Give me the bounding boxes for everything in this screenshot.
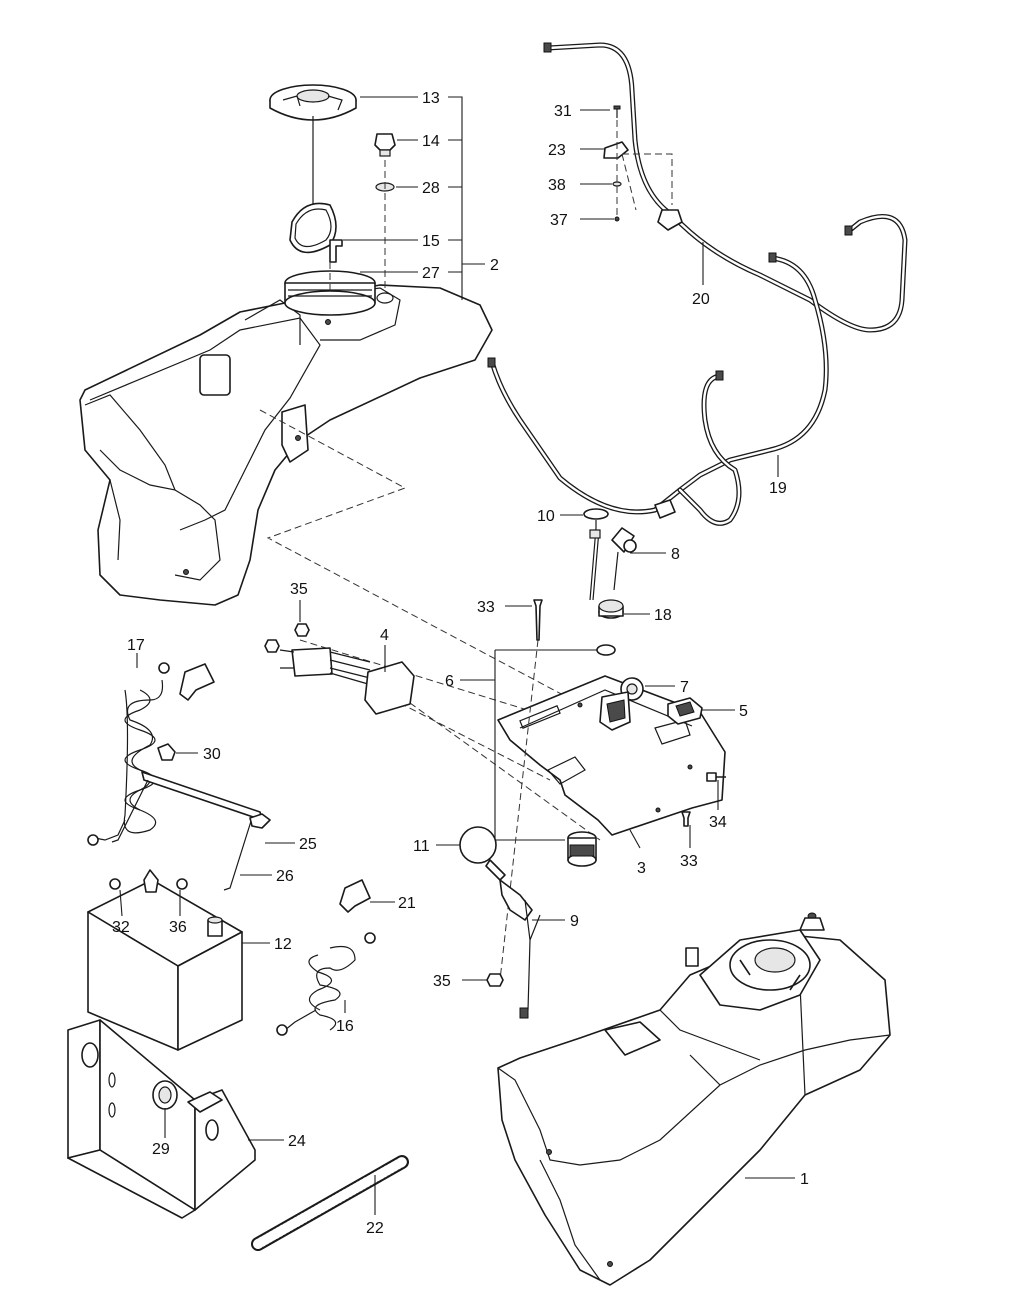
vent-valve	[374, 133, 396, 157]
callout-labels: 1 2 3 4 5 6 7 8 9 10 11 12 13 14 15 16 1…	[112, 90, 809, 1237]
callout-25: 25	[299, 836, 317, 853]
upper-fuel-tank	[79, 270, 493, 606]
fuel-fitting	[329, 239, 343, 263]
callout-33-top: 33	[477, 599, 495, 616]
callout-32: 32	[112, 919, 130, 936]
wire-harness	[279, 647, 415, 715]
nut-connector	[264, 639, 280, 653]
callout-19: 19	[769, 480, 787, 497]
battery-hold-down	[111, 771, 271, 891]
callout-35-top: 35	[290, 581, 308, 598]
callout-3: 3	[637, 860, 646, 877]
callout-18: 18	[654, 607, 672, 624]
choke-knob	[583, 508, 609, 601]
callout-13: 13	[422, 90, 440, 107]
group-bracket	[448, 96, 485, 300]
callout-11: 11	[413, 838, 430, 855]
callout-6: 6	[445, 673, 454, 690]
callout-1: 1	[800, 1171, 809, 1188]
mounting-guide-lines	[259, 409, 601, 841]
callout-15: 15	[422, 233, 440, 250]
battery-tray	[67, 1019, 256, 1219]
panel-screw-bottom	[681, 811, 691, 827]
cap-gasket	[289, 116, 337, 254]
battery-cable-coiled-2	[276, 932, 376, 1036]
pto-switch	[567, 831, 597, 867]
callout-7: 7	[680, 679, 689, 696]
callout-27: 27	[422, 265, 440, 282]
nut-bottom	[486, 973, 504, 987]
callout-23: 23	[548, 142, 566, 159]
lower-fuel-tank	[497, 912, 891, 1286]
callout-10: 10	[537, 508, 555, 525]
callout-14: 14	[422, 133, 440, 150]
hour-meter	[667, 697, 703, 725]
callout-34: 34	[709, 814, 727, 831]
callout-22: 22	[366, 1220, 384, 1237]
hose-clip	[603, 105, 629, 222]
callout-17: 17	[127, 637, 145, 654]
callout-36: 36	[169, 919, 187, 936]
terminal-boot-2	[339, 879, 371, 913]
callout-24: 24	[288, 1133, 306, 1150]
alignment-line	[329, 160, 386, 290]
callout-29: 29	[152, 1141, 170, 1158]
callout-9: 9	[570, 913, 579, 930]
callout-26: 26	[276, 868, 294, 885]
drain-hose	[251, 1155, 409, 1251]
callout-31: 31	[554, 103, 572, 120]
callout-5: 5	[739, 703, 748, 720]
callout-16: 16	[336, 1018, 354, 1035]
throttle-lever	[459, 826, 541, 1019]
callout-30: 30	[203, 746, 221, 763]
nut-top	[294, 623, 310, 637]
ignition-key	[611, 527, 637, 591]
terminal-boot	[179, 663, 215, 701]
callout-8: 8	[671, 546, 680, 563]
panel-screw-side	[706, 772, 726, 782]
callout-4: 4	[380, 627, 389, 644]
clip-alignment-line	[616, 120, 673, 220]
fuel-hose	[487, 42, 908, 526]
callout-2: 2	[490, 257, 499, 274]
panel-nut	[596, 599, 624, 656]
callout-28: 28	[422, 180, 440, 197]
fuel-cap	[269, 84, 357, 121]
screw-guide	[499, 639, 539, 981]
tray-grommet	[152, 1080, 178, 1110]
control-module	[599, 691, 631, 731]
callout-20: 20	[692, 291, 710, 308]
leader-lines	[119, 96, 795, 1215]
battery-cable-coiled	[87, 662, 170, 846]
callout-21: 21	[398, 895, 416, 912]
callout-12: 12	[274, 936, 292, 953]
callout-35-bottom: 35	[433, 973, 451, 990]
callout-38: 38	[548, 177, 566, 194]
callout-37: 37	[550, 212, 568, 229]
wing-nut-top	[157, 743, 176, 761]
panel-screw-top	[533, 599, 543, 641]
callout-33-bottom: 33	[680, 853, 698, 870]
battery	[87, 869, 243, 1051]
